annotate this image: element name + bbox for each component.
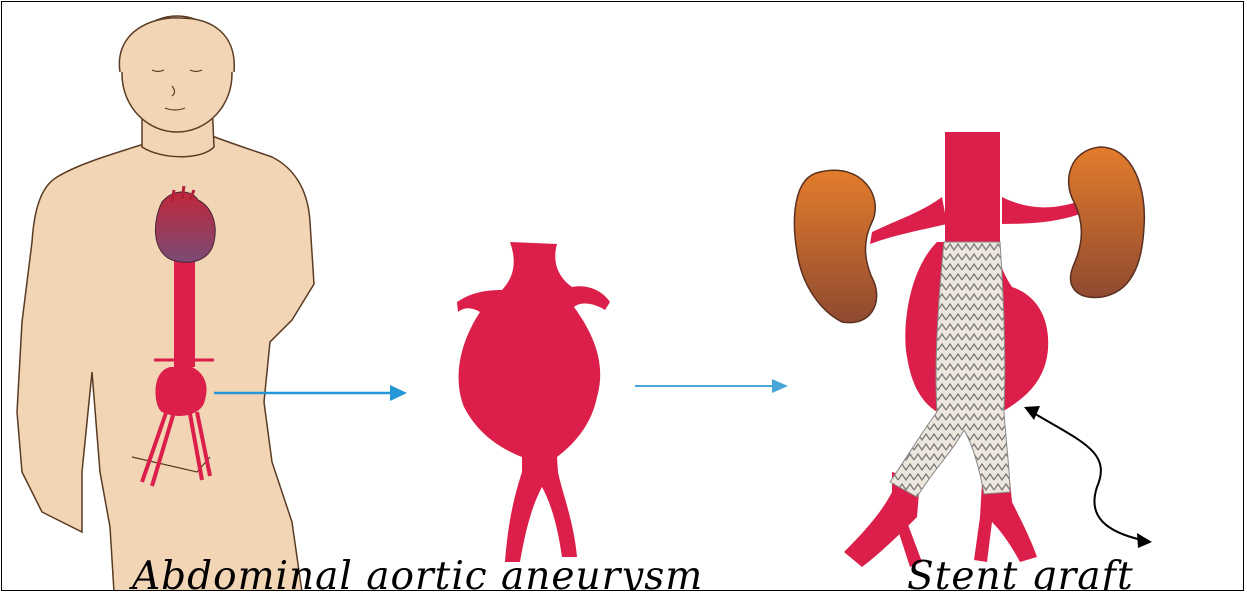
caption-stent-graft: Stent graft (907, 557, 1134, 591)
kidney-icon-left (794, 170, 876, 322)
caption-abdominal-aortic-aneurysm: Abdominal aortic aneurysm (132, 557, 703, 591)
aneurysm-icon (457, 242, 610, 562)
kidney-icon-right (1069, 147, 1145, 297)
arrow-right-icon-2 (635, 379, 788, 393)
human-body-icon (17, 16, 314, 591)
double-arrow-icon (1024, 406, 1152, 548)
stent-graft-diagram (794, 132, 1144, 567)
